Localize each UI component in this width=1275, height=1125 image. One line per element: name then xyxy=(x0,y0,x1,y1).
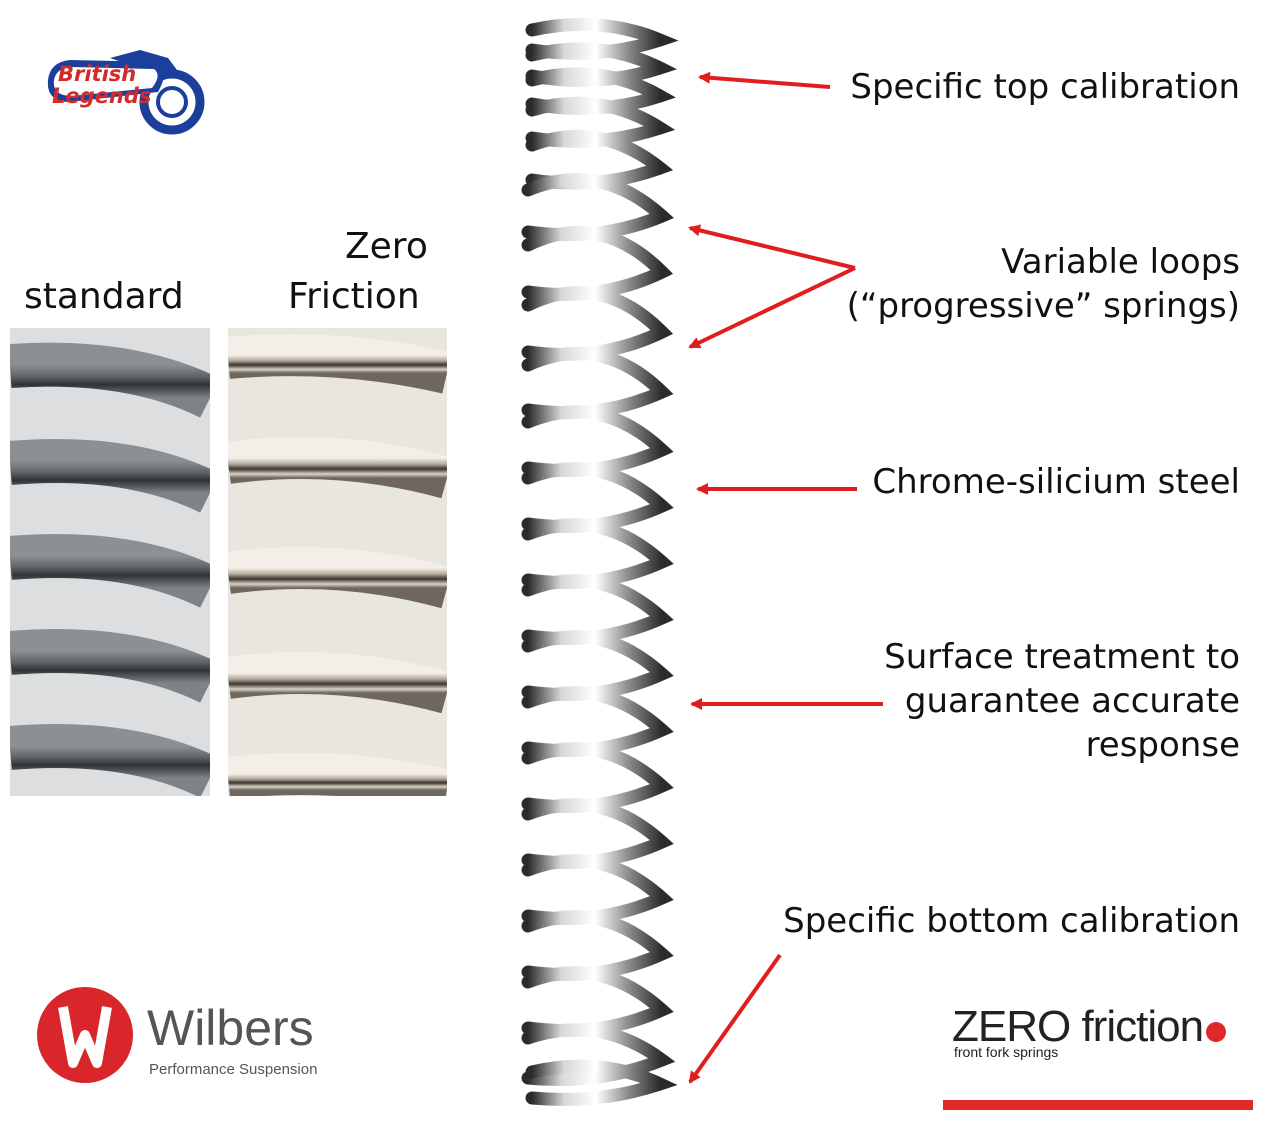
british-legends-logo: British Legends xyxy=(40,40,205,135)
annotation-top-calibration: Specific top calibration xyxy=(850,65,1240,109)
annotation-line: guarantee accurate xyxy=(904,681,1240,721)
annotation-line: Chrome-silicium steel xyxy=(872,462,1240,502)
arrow-top xyxy=(698,71,831,89)
wilbers-logo: Wilbers Performance Suspension xyxy=(35,985,355,1095)
annotation-line: response xyxy=(1085,725,1240,765)
annotation-line: (“progressive” springs) xyxy=(846,286,1240,326)
zero-friction-label-line1: Zero xyxy=(345,226,428,267)
annotation-surface-treatment: Surface treatment to guarantee accurate … xyxy=(884,635,1240,767)
motorcycle-icon xyxy=(47,50,205,135)
zero-friction-wordmark: ZERO friction xyxy=(952,1002,1204,1051)
annotation-bottom-calibration: Specific bottom calibration xyxy=(783,899,1240,943)
annotation-line: Variable loops xyxy=(1001,242,1240,282)
arrow-variable-upper xyxy=(688,224,856,270)
annotation-line: Surface treatment to xyxy=(884,637,1240,677)
wilbers-name: Wilbers xyxy=(147,1000,314,1056)
zero-friction-tagline: front fork springs xyxy=(954,1044,1059,1060)
annotation-line: Specific bottom calibration xyxy=(783,901,1240,941)
arrow-bottom xyxy=(688,953,782,1084)
wilbers-tagline: Performance Suspension xyxy=(149,1061,318,1078)
standard-label: standard xyxy=(24,276,184,317)
logo-text-legends: Legends xyxy=(52,84,152,108)
zero-friction-logo: ZERO friction front fork springs xyxy=(950,1000,1250,1070)
standard-spring-image xyxy=(10,328,210,796)
annotation-steel: Chrome-silicium steel xyxy=(872,460,1240,504)
fork-spring-image xyxy=(510,10,690,1110)
zero-friction-label-line2: Friction xyxy=(288,276,420,317)
zero-friction-dot-icon xyxy=(1206,1022,1226,1042)
logo-text-british: British xyxy=(58,62,137,86)
accent-bar xyxy=(943,1100,1253,1110)
arrow-variable-lower xyxy=(688,266,856,349)
annotation-line: Specific top calibration xyxy=(850,67,1240,107)
wilbers-w-icon xyxy=(37,987,133,1083)
annotation-variable-loops: Variable loops (“progressive” springs) xyxy=(847,240,1240,328)
zero-friction-spring-image xyxy=(228,328,447,796)
